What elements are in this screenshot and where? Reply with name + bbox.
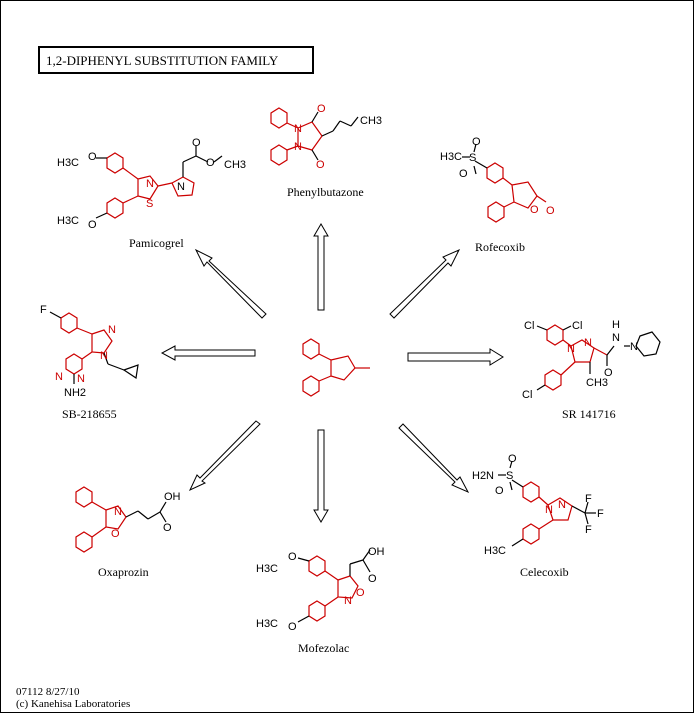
atom-label: H <box>612 319 620 331</box>
label-phenylbutazone: Phenylbutazone <box>287 185 364 199</box>
atom-label: O <box>288 621 297 633</box>
atom-label: N <box>584 337 592 349</box>
arrow-to-rofecoxib <box>389 248 461 319</box>
atom-label: F <box>597 508 604 520</box>
arrows <box>160 223 504 523</box>
atom-label: CH3 <box>360 115 382 127</box>
atom-label: S <box>469 152 476 164</box>
atom-label: N <box>146 178 154 190</box>
atom-label: N <box>612 332 620 344</box>
atom-label: OH <box>368 546 385 558</box>
arrow-to-phenylbutazone <box>313 223 329 311</box>
label-celecoxib: Celecoxib <box>520 565 569 579</box>
atom-label: O <box>111 528 120 540</box>
atom-label: N <box>108 324 116 336</box>
arrow-to-pamicogrel <box>194 248 267 319</box>
label-sr141716: SR 141716 <box>562 407 616 421</box>
atom-label: O <box>88 219 97 231</box>
atom-label: H2N <box>472 470 494 482</box>
phenylbutazone-structure[interactable]: N N O O CH3 <box>270 103 382 171</box>
atom-label: O <box>604 367 613 379</box>
label-pamicogrel: Pamicogrel <box>129 236 184 250</box>
atom-label: O <box>88 151 97 163</box>
core-structure[interactable] <box>302 338 370 397</box>
atom-label: O <box>495 485 504 497</box>
atom-label: H3C <box>484 545 506 557</box>
atom-label: H3C <box>256 563 278 575</box>
atom-label: H3C <box>256 618 278 630</box>
footer-copyright: (c) Kanehisa Laboratories <box>16 698 130 710</box>
atom-label: N <box>344 595 352 607</box>
atom-label: OH <box>164 491 181 503</box>
footer-code: 07112 8/27/10 <box>16 686 80 698</box>
arrow-to-oxaprozin <box>188 420 261 492</box>
sr141716-structure[interactable]: Cl Cl Cl N N CH3 O N H N <box>522 319 661 401</box>
atom-label: F <box>40 304 47 316</box>
atom-label: N <box>545 504 553 516</box>
label-mofezolac: Mofezolac <box>298 641 349 655</box>
arrow-to-celecoxib <box>398 423 470 494</box>
atom-label: N <box>630 341 638 353</box>
atom-label: N <box>114 506 122 518</box>
atom-label: H3C <box>440 151 462 163</box>
atom-label: O <box>472 136 481 148</box>
atom-label: O <box>163 522 172 534</box>
atom-label: N <box>294 141 302 153</box>
arrow-to-sb218655 <box>160 345 256 361</box>
oxaprozin-structure[interactable]: N O OH O <box>75 486 181 553</box>
atom-label: Cl <box>524 320 534 332</box>
atom-label: N <box>77 373 85 385</box>
atom-label: H3C <box>57 215 79 227</box>
atom-label: F <box>585 493 592 505</box>
pamicogrel-structure[interactable]: H3C O H3C O N S N O O CH3 <box>57 137 246 231</box>
atom-label: NH2 <box>64 387 86 399</box>
atom-label: F <box>585 524 592 536</box>
atom-label: N <box>558 499 566 511</box>
atom-label: O <box>508 453 517 465</box>
rofecoxib-structure[interactable]: H3C S O O O O <box>440 136 555 223</box>
atom-label: O <box>459 168 468 180</box>
celecoxib-structure[interactable]: H2N S O O N N F F F H3C <box>472 453 604 557</box>
title-box: 1,2-DIPHENYL SUBSTITUTION FAMILY <box>38 46 314 74</box>
atom-label: Cl <box>572 320 582 332</box>
atom-label: O <box>316 159 325 171</box>
label-oxaprozin: Oxaprozin <box>98 565 149 579</box>
atom-label: N <box>177 181 185 193</box>
atom-label: O <box>288 551 297 563</box>
arrow-to-sr141716 <box>407 348 504 366</box>
atom-label: N <box>294 123 302 135</box>
label-sb218655: SB-218655 <box>62 407 117 421</box>
arrow-to-mofezolac <box>313 429 329 523</box>
atom-label: N <box>55 371 63 383</box>
mofezolac-structure[interactable]: H3C O H3C O N O OH O <box>256 546 385 633</box>
atom-label: O <box>192 137 201 149</box>
label-rofecoxib: Rofecoxib <box>475 240 525 254</box>
atom-label: O <box>317 103 326 115</box>
atom-label: CH3 <box>224 159 246 171</box>
atom-label: O <box>546 205 555 217</box>
atom-label: H3C <box>57 157 79 169</box>
atom-label: N <box>100 350 108 362</box>
sb218655-structure[interactable]: F N N N N NH2 <box>40 304 139 399</box>
atom-label: O <box>356 587 365 599</box>
atom-label: S <box>146 198 153 210</box>
atom-label: O <box>206 157 215 169</box>
atom-label: CH3 <box>586 377 608 389</box>
diagram-title: 1,2-DIPHENYL SUBSTITUTION FAMILY <box>46 53 279 68</box>
atom-label: O <box>368 573 377 585</box>
atom-label: Cl <box>522 389 532 401</box>
atom-label: N <box>567 343 575 355</box>
atom-label: O <box>530 204 539 216</box>
atom-label: S <box>506 470 513 482</box>
